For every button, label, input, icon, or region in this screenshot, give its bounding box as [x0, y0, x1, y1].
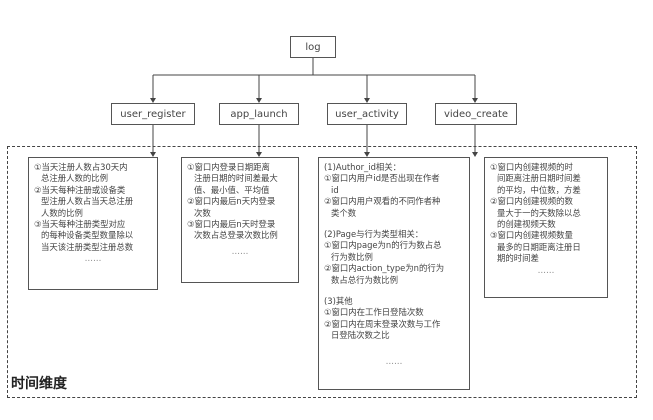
detail-line: 型注册人数占当天总注册: [41, 196, 134, 207]
detail-line: 数占总行为数比例: [331, 274, 398, 285]
category-node-video-create: video_create: [435, 103, 517, 125]
detail-line: 人数的比例: [41, 207, 83, 218]
detail-line: 次数: [194, 207, 211, 218]
root-node: log: [290, 36, 336, 58]
detail-line: 间距离注册日期时间差: [497, 173, 581, 184]
root-node-label: log: [305, 41, 321, 53]
arrowhead-user-register: [150, 98, 156, 103]
arrowhead-user-activity-detail: [364, 152, 370, 157]
detail-line: 的创建视频天数: [497, 219, 556, 230]
detail-line: 类个数: [331, 207, 357, 218]
detail-line: 行为数比例: [331, 251, 373, 262]
detail-ellipsis: ……: [385, 355, 403, 366]
detail-box-video-create: ①窗口内创建视频的时 间距离注册日期时间差 的平均，中位数，方差 ②窗口内创建视…: [484, 157, 608, 298]
detail-line: ③窗口内最后n天时登录: [187, 219, 276, 230]
detail-line: ②窗口内最后n天内登录: [187, 196, 276, 207]
category-node-user-register: user_register: [111, 103, 195, 125]
detail-line: ②窗口内用户观看的不同作者种: [324, 196, 441, 207]
detail-line: 日登陆次数之比: [331, 330, 390, 341]
detail-line: 值、最小值、平均值: [194, 184, 270, 195]
detail-ellipsis: ……: [84, 253, 102, 264]
detail-line: 的每种设备类型数量除以: [41, 230, 134, 241]
detail-line: ②窗口内创建视频的数: [490, 196, 573, 207]
arrowhead-video-create-detail: [472, 152, 478, 157]
detail-line: 量大于一的天数除以总: [497, 207, 581, 218]
section-title-page: (2)Page与行为类型相关：: [324, 229, 424, 240]
detail-line: 总注册人数的比例: [41, 173, 108, 184]
detail-box-app-launch: ①窗口内登录日期距离 注册日期的时间差最大 值、最小值、平均值 ②窗口内最后n天…: [181, 157, 299, 283]
time-dimension-frame: [7, 146, 637, 398]
detail-line: ②窗口内action_type为n的行为: [324, 263, 445, 274]
detail-line: ③当天每种注册类型对应: [34, 219, 126, 230]
time-dimension-label: 时间维度: [11, 376, 67, 392]
arrowhead-user-activity: [364, 98, 370, 103]
detail-line: ①当天注册人数占30天内: [34, 162, 128, 172]
section-title-other: (3)其他: [324, 296, 353, 307]
detail-line: id: [331, 184, 339, 195]
detail-line: 最多的日期距离注册日: [497, 241, 581, 252]
category-node-app-launch: app_launch: [219, 103, 299, 125]
arrowhead-video-create: [472, 98, 478, 103]
detail-line: ③窗口内创建视频数量: [490, 230, 573, 241]
detail-line: ①窗口内在工作日登陆次数: [324, 307, 424, 318]
detail-line: ①窗口内用户id是否出现在作者: [324, 173, 440, 184]
detail-box-user-activity: (1)Author_id相关： ①窗口内用户id是否出现在作者 id ②窗口内用…: [318, 157, 470, 390]
category-label: app_launch: [230, 108, 288, 120]
detail-ellipsis: ……: [231, 245, 249, 256]
detail-line: ②窗口内在周末登录次数与工作: [324, 318, 441, 329]
detail-line: 当天该注册类型注册总数: [41, 241, 134, 252]
category-label: user_activity: [335, 108, 399, 120]
detail-line: ②当天每种注册或设备类: [34, 184, 126, 195]
detail-line: 注册日期的时间差最大: [194, 173, 278, 184]
detail-line: 的平均，中位数，方差: [497, 184, 581, 195]
detail-line: 期的时间差: [497, 253, 539, 264]
arrowhead-app-launch-detail: [256, 152, 262, 157]
detail-line: ①窗口内page为n的行为数占总: [324, 240, 442, 251]
category-label: user_register: [120, 108, 186, 120]
category-node-user-activity: user_activity: [327, 103, 407, 125]
arrowhead-app-launch: [256, 98, 262, 103]
detail-line: ①窗口内登录日期距离: [187, 162, 270, 172]
detail-box-user-register: ①当天注册人数占30天内 总注册人数的比例 ②当天每种注册或设备类 型注册人数占…: [28, 157, 158, 290]
detail-ellipsis: ……: [537, 264, 555, 275]
arrowhead-user-register-detail: [150, 152, 156, 157]
category-label: video_create: [443, 108, 509, 120]
section-title-author: (1)Author_id相关：: [324, 162, 402, 172]
detail-line: 次数占总登录次数比例: [194, 230, 278, 241]
detail-line: ①窗口内创建视频的时: [490, 162, 573, 172]
